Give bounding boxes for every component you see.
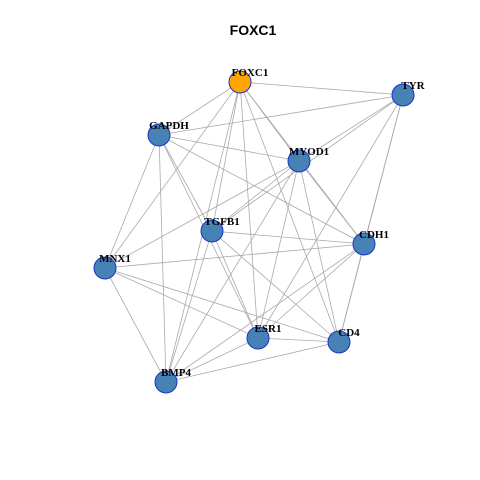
edge-cdh1-cd4 [338,243,365,343]
edge-foxc1-gapdh [158,81,241,136]
edge-esr1-bmp4 [165,337,259,383]
node-label-tgfb1: TGFB1 [204,216,239,228]
edge-tyr-gapdh [158,94,404,136]
diagram-title: FOXC1 [230,22,277,38]
node-esr1 [246,326,270,350]
edge-gapdh-cdh1 [158,134,365,245]
edge-mnx1-cd4 [104,267,340,343]
edge-gapdh-mnx1 [104,134,160,269]
edge-foxc1-mnx1 [104,81,241,269]
node-foxc1 [228,70,252,94]
node-myod1 [287,149,311,173]
node-label-myod1: MYOD1 [289,146,329,158]
edges-layer [104,81,404,383]
node-label-esr1: ESR1 [255,323,282,335]
edge-myod1-cdh1 [298,160,365,245]
edge-foxc1-esr1 [239,81,259,339]
edge-foxc1-cd4 [239,81,340,343]
edge-mnx1-esr1 [104,267,259,339]
node-cd4 [327,330,351,354]
node-label-mnx1: MNX1 [99,253,131,265]
edge-cdh1-mnx1 [104,243,365,269]
node-label-foxc1: FOXC1 [232,67,269,79]
node-bmp4 [154,370,178,394]
edge-esr1-cd4 [257,337,340,343]
node-label-bmp4: BMP4 [161,367,191,379]
edge-foxc1-tyr [239,81,404,96]
node-label-tyr: TYR [401,80,425,92]
edge-myod1-cd4 [298,160,340,343]
node-tyr [391,83,415,107]
edge-tyr-myod1 [298,94,404,162]
edge-myod1-bmp4 [165,160,300,383]
node-mnx1 [93,256,117,280]
edge-gapdh-tgfb1 [158,134,213,232]
node-tgfb1 [200,219,224,243]
edge-myod1-tgfb1 [211,160,300,232]
node-label-cd4: CD4 [338,327,360,339]
edge-myod1-mnx1 [104,160,300,269]
edge-gapdh-myod1 [158,134,300,162]
nodes-layer [93,70,415,394]
edge-tgfb1-esr1 [211,230,259,339]
edge-tgfb1-cdh1 [211,230,365,245]
edge-cd4-bmp4 [165,341,340,383]
node-gapdh [147,123,171,147]
edge-myod1-esr1 [257,160,300,339]
edge-tyr-esr1 [257,94,404,339]
edge-tgfb1-cd4 [211,230,340,343]
node-label-gapdh: GAPDH [149,120,189,132]
edge-gapdh-bmp4 [158,134,167,383]
node-cdh1 [352,232,376,256]
edge-foxc1-tgfb1 [211,81,241,232]
edge-cdh1-bmp4 [165,243,365,383]
node-label-cdh1: CDH1 [359,229,389,241]
edge-mnx1-bmp4 [104,267,167,383]
